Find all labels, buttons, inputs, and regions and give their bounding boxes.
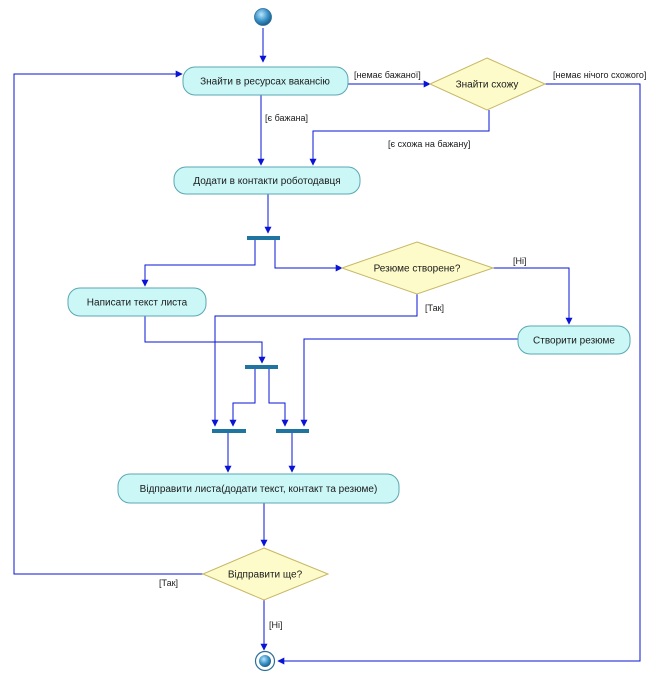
flows	[13, 28, 641, 665]
flow-resume-yes-to-join	[211, 293, 418, 427]
final-node	[254, 650, 276, 672]
action-send-letter: Відправити листа(додати текст, контакт т…	[117, 473, 400, 504]
flow-join-to-left-bar	[229, 369, 256, 427]
flow-similar-to-add	[309, 110, 490, 166]
join-bar-right	[276, 429, 309, 433]
action-find-vacancy: Знайти в ресурсах вакансію	[182, 66, 349, 96]
action-add-contacts-label: Додати в контакти роботодавця	[193, 175, 340, 187]
flow-resume-no-to-create	[493, 267, 573, 325]
sync-bar-middle	[245, 365, 278, 369]
guard-resume-no: [Ні]	[513, 256, 527, 266]
flow-join-to-right-bar	[268, 369, 289, 427]
decision-resume-created: Резюме створене?	[340, 241, 495, 295]
guard-no-desired: [немає бажаної]	[354, 70, 421, 80]
guard-resume-yes: [Так]	[425, 303, 444, 313]
action-add-contacts: Додати в контакти роботодавця	[173, 166, 361, 195]
decision-send-more: Відправити ще?	[201, 547, 330, 601]
initial-node	[254, 8, 272, 26]
action-write-letter: Написати текст листа	[67, 287, 207, 317]
guard-has-desired: [є бажана]	[265, 113, 308, 123]
flow-fork-to-resume-check	[274, 240, 343, 272]
guard-similar-found: [є схожа на бажану]	[388, 139, 470, 149]
decision-resume-created-label: Резюме створене?	[374, 264, 461, 275]
guard-nothing-similar: [немає нічого схожого]	[553, 70, 646, 80]
fork-bar-top	[247, 236, 280, 240]
join-bar-left	[212, 429, 246, 433]
flow-similar-to-final	[277, 83, 641, 665]
decision-find-similar-label: Знайти схожу	[456, 80, 519, 91]
decision-find-similar: Знайти схожу	[428, 57, 547, 111]
guard-send-yes: [Так]	[159, 578, 178, 588]
action-create-resume-label: Створити резюме	[533, 336, 615, 347]
flow-send-yes-loop	[13, 70, 203, 575]
action-create-resume: Створити резюме	[517, 325, 631, 355]
action-write-letter-label: Написати текст листа	[87, 298, 188, 309]
action-find-vacancy-label: Знайти в ресурсах вакансію	[200, 77, 330, 88]
decision-send-more-label: Відправити ще?	[228, 570, 303, 581]
flow-fork-to-write	[141, 240, 256, 287]
action-send-letter-label: Відправити листа(додати текст, контакт т…	[140, 484, 378, 495]
flow-write-to-join	[144, 316, 266, 364]
flow-create-to-right-bar	[300, 338, 518, 427]
guard-send-no: [Ні]	[269, 620, 283, 630]
